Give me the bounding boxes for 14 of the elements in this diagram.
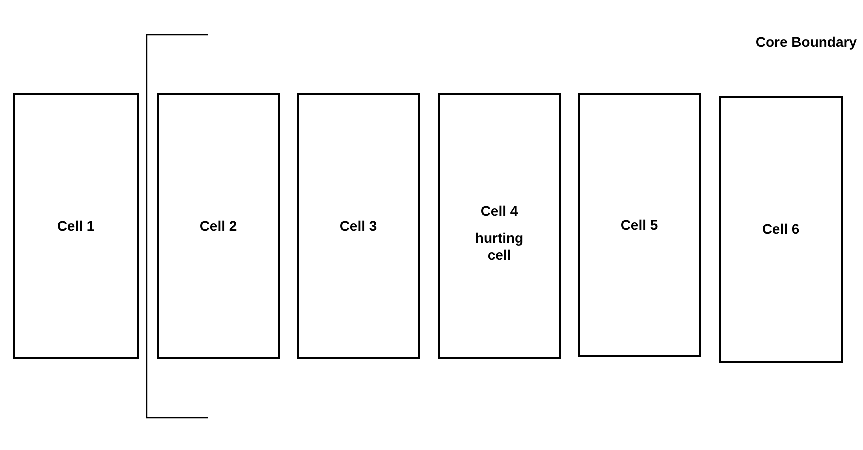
cell-box <box>578 93 701 357</box>
cell-label: Cell 1 <box>57 218 95 234</box>
cell-label: Cell 4 <box>480 203 518 220</box>
cell-label: Cell 6 <box>762 221 800 238</box>
cell-label: Cell 2 <box>200 218 238 234</box>
cell-box <box>438 93 561 359</box>
cell-box <box>719 96 843 363</box>
cell-label: Cell 3 <box>340 218 378 234</box>
cell-note: hurting cell <box>474 230 525 264</box>
cell-box <box>297 93 420 359</box>
cell-box <box>157 93 280 359</box>
boundary-label: Core Boundary <box>756 34 857 50</box>
cell-label: Cell 5 <box>620 216 658 234</box>
cell-box <box>13 93 139 359</box>
